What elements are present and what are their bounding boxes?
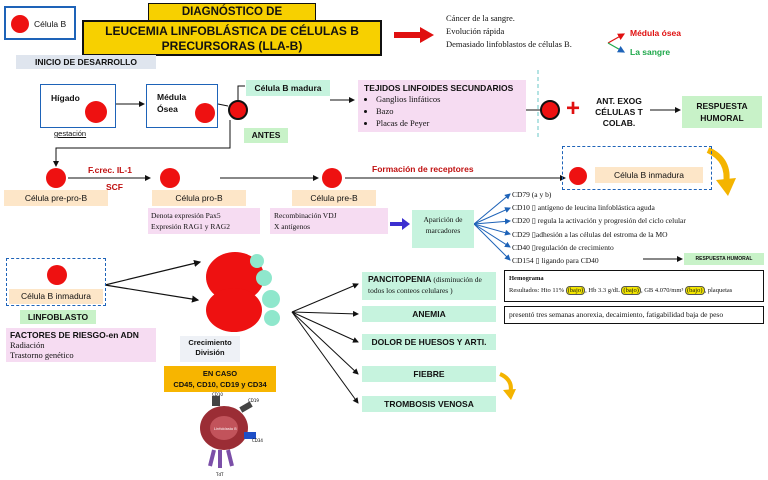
cell-center-tag: Linfoblasto B <box>214 427 237 431</box>
small-cell-green <box>256 270 272 286</box>
symptom-pancitopenia: PANCITOPENIA (disminución de todos los c… <box>362 272 496 300</box>
inmadura-dashed-box: Célula B inmadura <box>562 146 712 190</box>
celula-b-madura-label: Célula B madura <box>246 80 330 96</box>
hemograma-results: Resultados: Hto 11% (bajo), Hb 3.3 g/dL … <box>509 286 733 295</box>
red-cell-dot <box>11 15 29 33</box>
marker-item: CD79 (a y b) <box>512 190 552 199</box>
pro-b-label: Célula pro-B <box>152 190 246 206</box>
def-line-1: Cáncer de la sangre. <box>446 13 515 23</box>
tdt-tag: TdT <box>215 472 224 477</box>
tejidos-title: TEJIDOS LINFOIDES SECUNDARIOS <box>364 83 514 93</box>
antes-dot <box>228 100 248 120</box>
small-cell-green <box>262 290 280 308</box>
symptom-title: PANCITOPENIA <box>368 274 432 284</box>
scf-label: SCF <box>106 182 123 192</box>
ant-exog-label: ANT. EXOG CÉLULAS T COLAB. <box>595 96 643 128</box>
pro-b-desc-line: Expresión RAG1 y RAG2 <box>151 222 230 231</box>
linfoblasto-cell-illustration: CD10 CD19 CD34 TdT Linfoblasto B <box>200 392 263 477</box>
pre-pro-b-label: Célula pre-pro-B <box>4 190 108 206</box>
factor-item: Trastorno genético <box>10 350 74 360</box>
medula-box: Médula Ósea <box>146 84 218 128</box>
pro-b-desc: Denota expresión Pax5 Expresión RAG1 y R… <box>148 208 260 234</box>
factores-box: FACTORES DE RIESGO-en ADN Radiación Tras… <box>6 328 156 362</box>
small-cell-green <box>250 254 264 268</box>
respuesta-humoral-box: RESPUESTA HUMORAL <box>682 96 762 128</box>
hemograma-box: Hemograma Resultados: Hto 11% (bajo), Hb… <box>504 270 764 302</box>
inmadura-dot <box>569 167 587 185</box>
gestacion-label: gestación <box>54 129 87 138</box>
factor-item: Radiación <box>10 340 45 350</box>
aparicion-box: Aparición de marcadores <box>412 210 474 248</box>
higado-label: Hígado <box>51 93 80 103</box>
title-top-label: DIAGNÓSTICO DE <box>148 3 316 21</box>
page-title: LEUCEMIA LINFOBLÁSTICA DE CÉLULAS B PREC… <box>82 20 382 56</box>
marker-item: CD154 ▯ ligando para CD40 <box>512 256 599 266</box>
inmadura-label: Célula B inmadura <box>595 167 703 183</box>
def-arrow-sangre <box>607 42 626 53</box>
cd19-tag: CD19 <box>248 398 259 403</box>
symptom-fiebre: FIEBRE <box>362 366 496 382</box>
medula-dot <box>195 103 215 123</box>
def-line-2: Evolución rápida <box>446 26 505 36</box>
pre-pro-dot <box>46 168 66 188</box>
pre-b-desc-line: Recombinación VDJ <box>274 211 337 220</box>
tejidos-box: TEJIDOS LINFOIDES SECUNDARIOS Ganglios l… <box>358 80 526 132</box>
crecimiento-label: Crecimiento División <box>180 336 240 362</box>
fcrec-label: F.crec. IL-1 <box>88 165 132 175</box>
pre-b-label: Célula pre-B <box>292 190 376 206</box>
symptom-trombosis: TROMBOSIS VENOSA <box>362 396 496 412</box>
respuesta-humoral-small: RESPUESTA HUMORAL <box>684 253 764 265</box>
def-line-3: Demasiado linfoblastos de células B. <box>446 39 572 49</box>
pro-b-desc-line: Denota expresión Pax5 <box>151 211 221 220</box>
symptom-detail: (disminución de todos los conteos celula… <box>368 275 482 295</box>
en-caso-cds: CD45, CD10, CD19 y CD34 <box>173 380 267 389</box>
pro-b-dot <box>160 168 180 188</box>
tejido-item: Ganglios linfáticos <box>376 93 520 105</box>
hemograma-title: Hemograma <box>509 275 544 282</box>
marker-item: CD29 ▯adhesión a las células del estroma… <box>512 229 668 239</box>
pre-b-dot <box>322 168 342 188</box>
inmadura-row3-dot <box>47 265 67 285</box>
celula-b-box: Célula B <box>4 6 76 40</box>
linfoblasto-label: LINFOBLASTO <box>20 310 96 324</box>
medula-label: Médula Ósea <box>157 92 187 114</box>
tejido-item: Placas de Peyer <box>376 117 520 129</box>
celula-b-label: Célula B <box>34 19 67 29</box>
symptom-anemia: ANEMIA <box>362 306 496 322</box>
higado-dot <box>85 101 107 123</box>
presento-box: presentó tres semanas anorexia, decaimie… <box>504 306 764 324</box>
orange-arrow-bottom <box>499 372 513 395</box>
sangre-label: La sangre <box>630 47 671 57</box>
marker-item: CD10 ▯ antígeno de leucina linfoblástica… <box>512 203 655 213</box>
inmadura-row3-label: Célula B inmadura <box>9 289 103 304</box>
tejido-item: Bazo <box>376 105 520 117</box>
cd10-tag: CD10 <box>212 392 223 397</box>
marker-item: CD20 ▯ regula la activación y progresión… <box>512 216 686 226</box>
large-cell-2 <box>206 288 262 332</box>
plus-icon: + <box>566 95 581 122</box>
definition-list: Cáncer de la sangre. Evolución rápida De… <box>446 12 572 51</box>
pre-b-desc: Recombinación VDJ X antígenos <box>270 208 388 234</box>
inicio-desarrollo: INICIO DE DESARROLLO <box>16 55 156 69</box>
cd34-tag: CD34 <box>252 438 263 443</box>
factores-title: FACTORES DE RIESGO-en ADN <box>10 330 139 340</box>
def-arrow-medula <box>607 33 626 44</box>
en-caso-box: EN CASO CD45, CD10, CD19 y CD34 <box>164 366 276 392</box>
pre-b-desc-line: X antígenos <box>274 222 311 231</box>
purple-arrow <box>390 218 410 230</box>
marker-item: CD40 ▯regulación de crecimiento <box>512 242 614 252</box>
symptom-dolor: DOLOR DE HUESOS Y ARTI. <box>362 334 496 350</box>
antes-label: ANTES <box>244 128 288 143</box>
formacion-label: Formación de receptores <box>372 164 474 174</box>
medula-osea-label: Médula ósea <box>630 28 682 38</box>
inmadura-box-row3: Célula B inmadura <box>6 258 106 306</box>
higado-box: Hígado <box>40 84 116 128</box>
small-cell-green <box>264 310 280 326</box>
exog-dot <box>540 100 560 120</box>
en-caso-label: EN CASO <box>202 369 238 378</box>
markers-list: CD79 (a y b) CD10 ▯ antígeno de leucina … <box>512 188 686 267</box>
title-arrow <box>394 27 434 43</box>
